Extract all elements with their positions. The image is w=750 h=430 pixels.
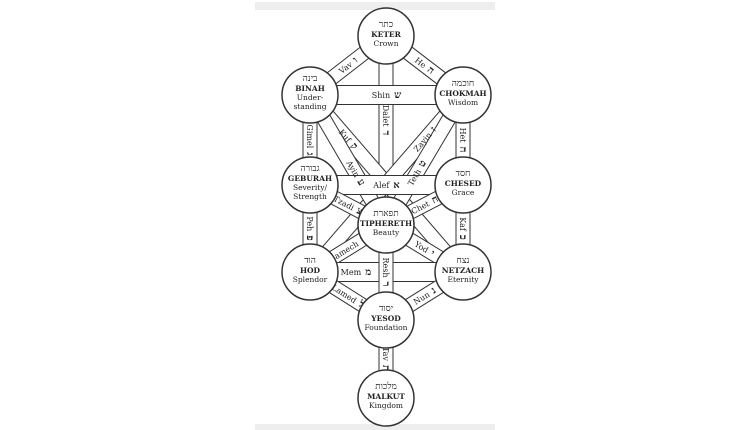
path-name: Dalet [381, 105, 390, 127]
hebrew-letter: ג [304, 152, 315, 156]
path-label: Gimel ג [304, 124, 315, 156]
sephirah-name: CHOKMAH [439, 89, 486, 98]
path-name: Mem [341, 268, 362, 277]
path-label: Peh פ [304, 216, 315, 240]
path-name: Tav [381, 347, 390, 361]
sephirah-meaning: Crown [373, 39, 398, 48]
sephirah-hebrew: חסד [456, 169, 471, 179]
sephirah-name: TIPHERETH [360, 219, 412, 228]
sephirot-layer: כתרKETERCrownבינהBINAHUnder-standingחוכמ… [281, 7, 492, 427]
sephirah-name: YESOD [370, 314, 401, 323]
hebrew-letter: ק [348, 141, 360, 152]
hebrew-letter: ד [380, 130, 391, 135]
sephirah-meaning: Splendor [293, 275, 328, 284]
bottom-border [255, 424, 495, 430]
hebrew-letter: ע [354, 177, 367, 188]
hebrew-letter: ט [417, 158, 430, 169]
hebrew-letter: כ [457, 235, 468, 240]
sephirah-meaning: Under- [297, 93, 324, 102]
hebrew-letter: ח [430, 194, 440, 207]
sephirah-name: KETER [371, 30, 402, 39]
sephirah-name: GEBURAH [288, 174, 332, 183]
sephirah-meaning: Wisdom [448, 98, 478, 107]
sephirah-hebrew: מלכות [375, 381, 397, 392]
sephirah-meaning: Severity/ [293, 183, 327, 192]
hebrew-letter: ש [394, 90, 401, 101]
sephirah-name: CHESED [445, 179, 482, 188]
path-label: Resh ר [380, 258, 391, 287]
sephirah-hebrew: חוכמה [452, 79, 475, 89]
path-name: Gimel [305, 124, 314, 148]
sephirah-meaning: Strength [293, 192, 327, 201]
hebrew-letter: מ [365, 267, 371, 278]
sephirah-meaning: Kingdom [369, 401, 403, 410]
sephirah-meaning: Beauty [373, 228, 400, 237]
sephirah-hebrew: תפארת [373, 209, 399, 219]
hebrew-letter: ל [355, 298, 366, 311]
sephirah-name: HOD [300, 266, 321, 275]
hebrew-letter: ו [351, 55, 360, 65]
hebrew-letter: ח [457, 147, 468, 153]
hebrew-letter: ז [429, 125, 439, 134]
sephirah-hebrew: בינה [303, 74, 318, 84]
path-name: Peh [305, 216, 314, 231]
sephirah-meaning: standing [294, 102, 327, 111]
path-name: Resh [381, 258, 390, 278]
sephirah-hebrew: יסוד [379, 304, 393, 314]
path-label: Dalet ד [380, 105, 391, 136]
sephirah-meaning: Foundation [364, 323, 407, 332]
hebrew-letter: צ [354, 205, 364, 217]
path-name: Kaf [458, 217, 467, 232]
hebrew-letter: א [393, 180, 400, 191]
sephirah-hebrew: כתר [379, 20, 393, 30]
hebrew-letter: י [428, 248, 436, 259]
sephirah-name: BINAH [295, 84, 325, 93]
hebrew-letter: נ [430, 285, 439, 296]
top-border [255, 2, 495, 10]
path-label: Kaf כ [457, 217, 468, 240]
path-label: Het ח [457, 128, 468, 153]
hebrew-letter: פ [304, 235, 315, 240]
path-label: Shin ש [372, 90, 401, 101]
sephirah-meaning: Eternity [448, 275, 480, 284]
hebrew-letter: ר [380, 282, 391, 287]
path-label: Tav ת [380, 347, 391, 371]
hebrew-letter: ת [380, 365, 391, 371]
path-name: Het [458, 128, 467, 144]
sephirah-meaning: Grace [452, 188, 475, 197]
sephirah-hebrew: הוד [304, 256, 316, 266]
sephirah-name: MALKUT [367, 392, 405, 401]
path-name: Shin [372, 91, 390, 100]
hebrew-letter: ה [425, 65, 436, 77]
path-name: Alef [372, 181, 390, 190]
sephirah-hebrew: נצח [457, 256, 470, 266]
sephirah-hebrew: גבורה [300, 164, 319, 174]
sephirah-name: NETZACH [442, 266, 485, 275]
